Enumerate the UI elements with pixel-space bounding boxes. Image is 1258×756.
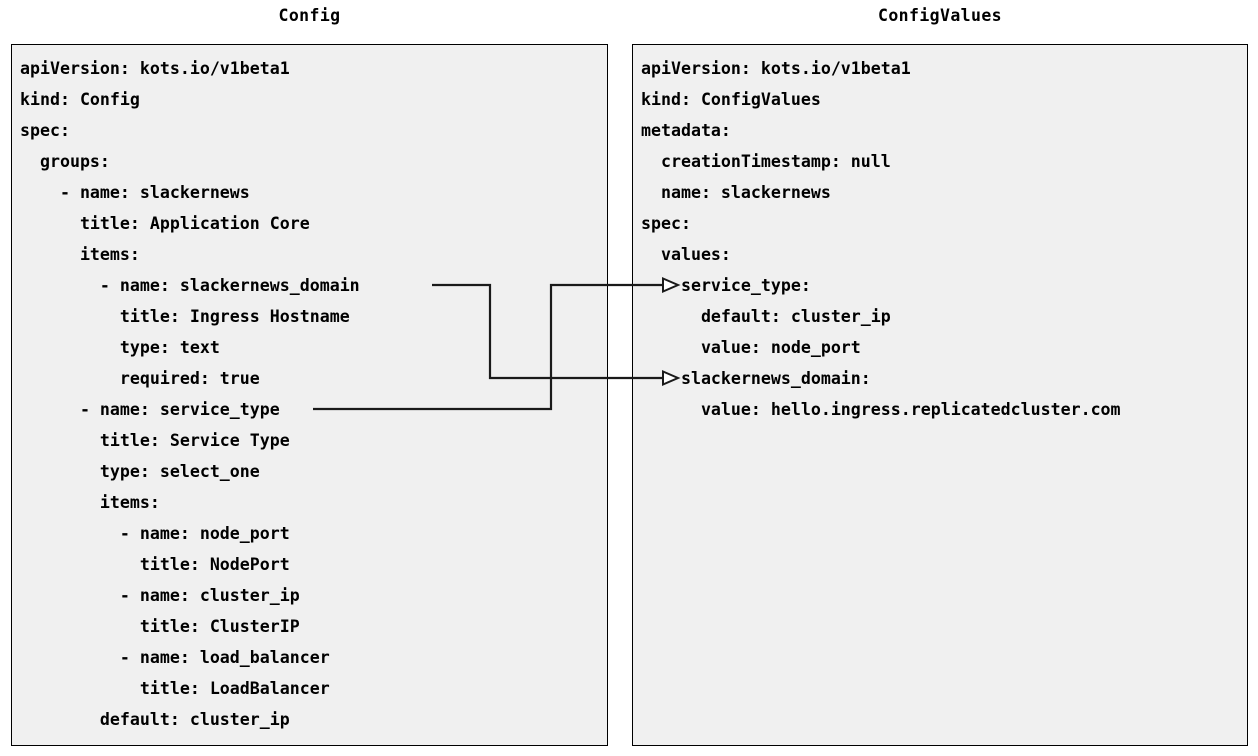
yaml-line: apiVersion: kots.io/v1beta1 [641,59,911,78]
yaml-line: kind: Config [20,90,140,109]
yaml-line: title: LoadBalancer [20,679,330,698]
yaml-line: title: ClusterIP [20,617,300,636]
yaml-line: - name: cluster_ip [20,586,300,605]
yaml-line: - name: slackernews [20,183,250,202]
yaml-line: spec: [20,121,70,140]
yaml-line: kind: ConfigValues [641,90,821,109]
yaml-line: apiVersion: kots.io/v1beta1 [20,59,290,78]
yaml-line: - name: slackernews_domain [20,276,360,295]
config-yaml-panel: apiVersion: kots.io/v1beta1 kind: Config s… [11,44,608,746]
yaml-line: default: cluster_ip [20,710,290,729]
yaml-line: service_type: [641,276,811,295]
yaml-line: spec: [641,214,691,233]
yaml-line: creationTimestamp: null [641,152,891,171]
config-yaml-body: apiVersion: kots.io/v1beta1 kind: Config s… [20,53,605,735]
yaml-line: type: select_one [20,462,260,481]
yaml-line: required: true [20,369,260,388]
yaml-line: slackernews_domain: [641,369,871,388]
yaml-line: values: [641,245,731,264]
yaml-line: - name: service_type [20,400,280,419]
yaml-line: title: Service Type [20,431,290,450]
yaml-line: title: Ingress Hostname [20,307,350,326]
yaml-line: - name: node_port [20,524,290,543]
yaml-line: title: NodePort [20,555,290,574]
yaml-line: - name: load_balancer [20,648,330,667]
yaml-line: value: hello.ingress.replicatedcluster.c… [641,400,1121,419]
yaml-line: value: node_port [641,338,861,357]
yaml-line: name: slackernews [641,183,831,202]
yaml-line: items: [20,493,160,512]
configvalues-panel-title: ConfigValues [877,6,1002,25]
config-panel-title: Config [278,6,341,25]
yaml-line: type: text [20,338,220,357]
configvalues-yaml-body: apiVersion: kots.io/v1beta1 kind: ConfigV… [641,53,1245,425]
yaml-line: metadata: [641,121,731,140]
yaml-line: default: cluster_ip [641,307,891,326]
configvalues-yaml-panel: apiVersion: kots.io/v1beta1 kind: ConfigV… [632,44,1248,746]
yaml-line: items: [20,245,140,264]
yaml-line: title: Application Core [20,214,310,233]
yaml-line: groups: [20,152,110,171]
